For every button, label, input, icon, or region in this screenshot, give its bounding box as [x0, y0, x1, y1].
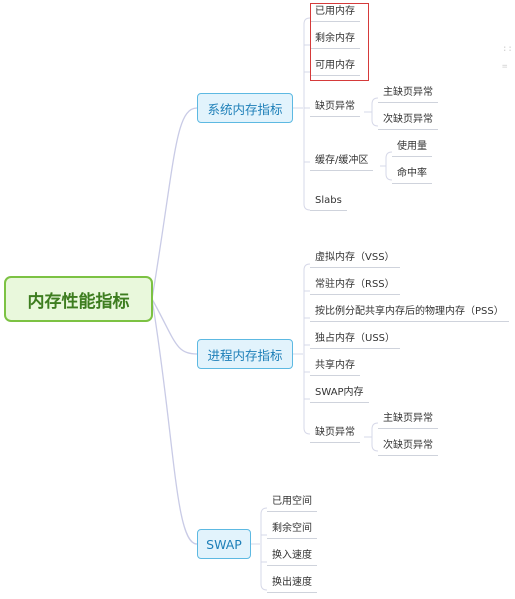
leaf-vss[interactable]: 虚拟内存（VSS）	[310, 251, 400, 268]
leaf-process-major-page-fault[interactable]: 主缺页异常	[378, 412, 438, 429]
branch-system-memory[interactable]: 系统内存指标	[197, 93, 293, 123]
leaf-page-fault[interactable]: 缺页异常	[310, 100, 360, 117]
system-branch-connectors	[293, 17, 393, 211]
leaf-uss[interactable]: 独占内存（USS）	[310, 332, 401, 349]
leaf-slabs[interactable]: Slabs	[310, 194, 347, 211]
leaf-free-memory[interactable]: 剩余内存	[310, 32, 360, 49]
swap-branch-connectors	[251, 507, 268, 591]
leaf-cache-buffer[interactable]: 缓存/缓冲区	[310, 154, 374, 171]
leaf-free-space[interactable]: 剩余空间	[267, 522, 317, 539]
connector-root-system	[151, 107, 198, 300]
leaf-major-page-fault[interactable]: 主缺页异常	[378, 86, 438, 103]
branch-swap[interactable]: SWAP	[197, 529, 251, 559]
leaf-process-page-fault[interactable]: 缺页异常	[310, 426, 360, 443]
edge-glyph-1: ::	[502, 44, 513, 54]
edge-glyph-2: =	[502, 62, 508, 72]
leaf-swap-in-speed[interactable]: 换入速度	[267, 549, 317, 566]
leaf-used-memory[interactable]: 已用内存	[310, 5, 360, 22]
leaf-rss[interactable]: 常驻内存（RSS）	[310, 278, 400, 295]
leaf-used-space[interactable]: 已用空间	[267, 495, 317, 512]
highlight-box	[310, 3, 369, 81]
leaf-minor-page-fault[interactable]: 次缺页异常	[378, 113, 438, 130]
leaf-shared-memory[interactable]: 共享内存	[310, 359, 360, 376]
leaf-cache-usage[interactable]: 使用量	[392, 140, 432, 157]
root-node[interactable]: 内存性能指标	[4, 276, 153, 322]
leaf-swap-memory[interactable]: SWAP内存	[310, 386, 369, 403]
leaf-process-minor-page-fault[interactable]: 次缺页异常	[378, 439, 438, 456]
leaf-pss[interactable]: 按比例分配共享内存后的物理内存（PSS）	[310, 305, 509, 322]
process-branch-connectors	[293, 263, 379, 452]
branch-process-memory[interactable]: 进程内存指标	[197, 339, 293, 369]
connector-root-process	[151, 298, 198, 355]
leaf-swap-out-speed[interactable]: 换出速度	[267, 576, 317, 593]
leaf-cache-hit-rate[interactable]: 命中率	[392, 167, 432, 184]
connector-root-swap	[151, 298, 198, 545]
leaf-available-memory[interactable]: 可用内存	[310, 59, 360, 76]
